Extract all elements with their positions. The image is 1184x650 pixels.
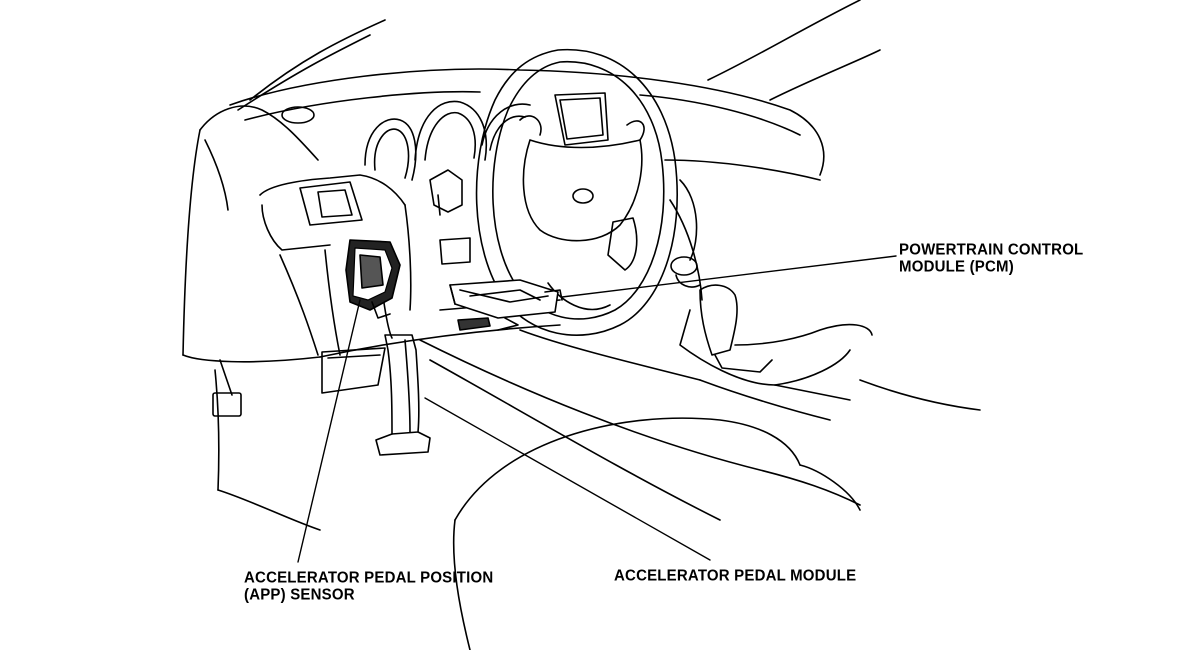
pedal-module-leader-line [424,397,711,561]
pcm-label-line2: MODULE (PCM) [899,257,1014,276]
pcm-label-line1: POWERTRAIN CONTROL [899,240,1084,259]
dashboard-top [199,68,825,176]
dash-right-panel [664,159,821,301]
pedal-module-label-line1: ACCELERATOR PEDAL MODULE [614,566,857,585]
app-leader-line [297,299,361,563]
seat-outline [452,417,861,650]
app-label-line2: (APP) SENSOR [244,585,355,604]
pcm-leader-line [561,255,897,298]
left-footrest [212,359,321,531]
steering-wheel [475,48,679,336]
pcm-callout-label: POWERTRAIN CONTROL MODULE (PCM) [899,240,1084,276]
floor-lines [419,339,861,521]
windshield-frame [237,0,881,111]
gauge-cluster [364,92,609,181]
center-console [679,284,981,411]
app-label-line1: ACCELERATOR PEDAL POSITION [244,568,494,587]
pcm-unit [449,279,563,331]
turn-signal-stalk [429,169,463,216]
accelerator-pedal-module [375,289,431,456]
brake-pedal [321,347,386,394]
pedal-module-callout-label: ACCELERATOR PEDAL MODULE [614,566,857,585]
app-sensor [345,239,401,319]
leader-lines [297,255,897,563]
app-sensor-callout-label: ACCELERATOR PEDAL POSITION (APP) SENSOR [244,568,494,604]
dash-left-panel [182,129,406,363]
